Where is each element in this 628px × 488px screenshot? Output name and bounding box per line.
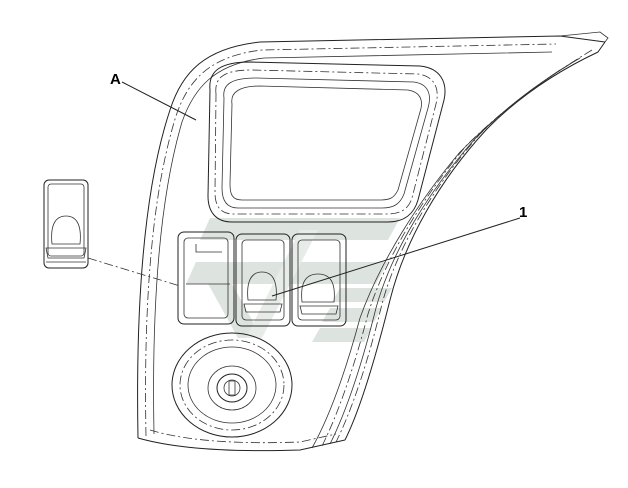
assembly-guide-line [87,257,181,287]
leader-line-a [121,81,197,121]
upper-window-recess [207,61,446,223]
switch-block-left [177,231,235,325]
detached-switch [43,179,89,269]
leader-line-1 [271,217,521,297]
callout-label-a: A [110,71,121,88]
switch-block-middle [235,233,291,327]
panel-outline [137,31,609,452]
ignition-switch [171,332,293,438]
callout-label-1: 1 [519,204,528,221]
